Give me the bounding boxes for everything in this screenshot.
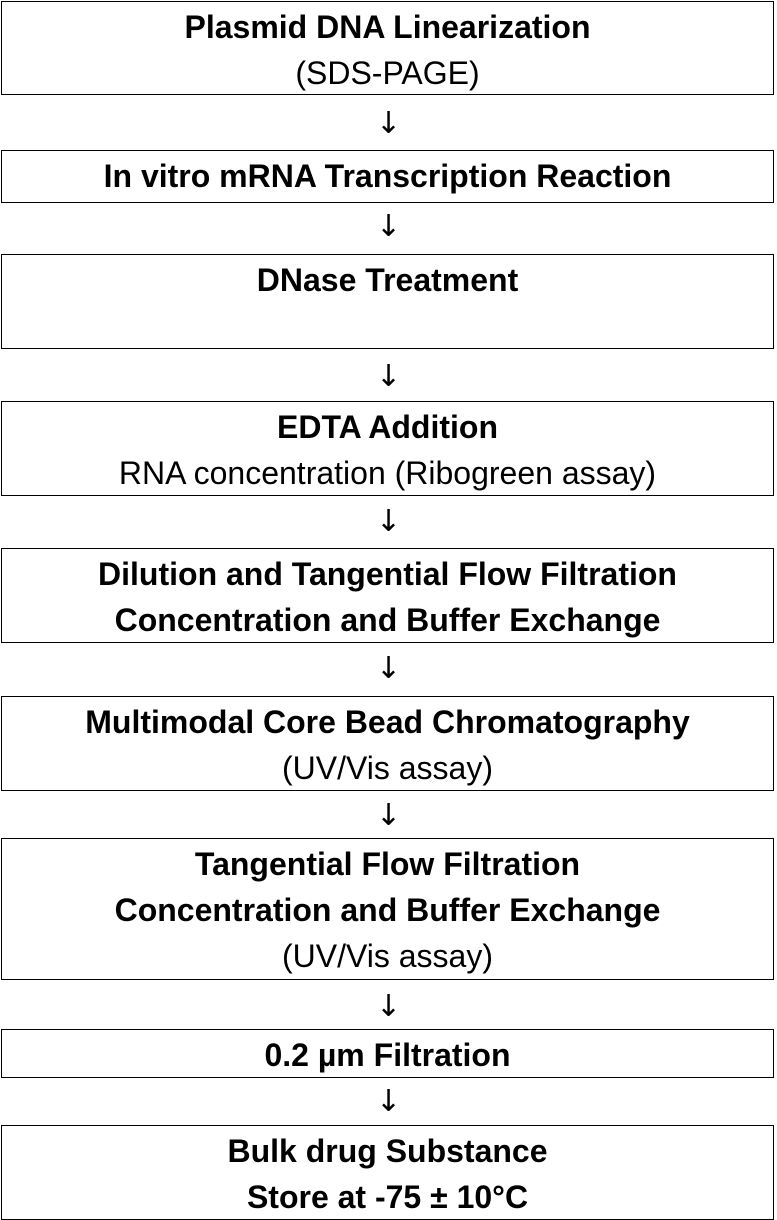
step-plasmid-linearization: Plasmid DNA Linearization (SDS-PAGE) <box>1 1 774 95</box>
step-title-line2: Store at -75 ± 10°C <box>246 1179 529 1215</box>
down-arrow-icon: ↓ <box>375 651 402 686</box>
step-title: DNase Treatment <box>256 262 519 298</box>
step-dilution-tff: Dilution and Tangential Flow Filtration … <box>1 548 774 643</box>
down-arrow-icon: ↓ <box>375 1084 402 1119</box>
step-title: Tangential Flow Filtration <box>194 846 581 882</box>
step-title: 0.2 µm Filtration <box>264 1037 511 1073</box>
step-chromatography: Multimodal Core Bead Chromatography (UV/… <box>1 696 774 791</box>
step-title: In vitro mRNA Transcription Reaction <box>103 158 672 194</box>
step-detail: (UV/Vis assay) <box>281 938 493 974</box>
down-arrow-icon: ↓ <box>375 504 402 539</box>
down-arrow-icon: ↓ <box>375 106 402 141</box>
down-arrow-icon: ↓ <box>375 798 402 833</box>
step-title: EDTA Addition <box>277 409 498 445</box>
down-arrow-icon: ↓ <box>375 359 402 394</box>
step-tff: Tangential Flow Filtration Concentration… <box>1 838 774 980</box>
step-edta-addition: EDTA Addition RNA concentration (Ribogre… <box>1 401 774 496</box>
step-title: Bulk drug Substance <box>227 1133 548 1169</box>
step-filtration: 0.2 µm Filtration <box>1 1029 774 1078</box>
step-title: Multimodal Core Bead Chromatography <box>85 704 690 740</box>
down-arrow-icon: ↓ <box>375 209 402 244</box>
step-title-line2: Concentration and Buffer Exchange <box>114 892 661 928</box>
down-arrow-icon: ↓ <box>375 989 402 1024</box>
step-detail: (UV/Vis assay) <box>281 750 493 786</box>
step-title-line2: Concentration and Buffer Exchange <box>114 602 661 638</box>
step-title: Dilution and Tangential Flow Filtration <box>98 556 677 592</box>
step-title: Plasmid DNA Linearization <box>184 9 591 45</box>
step-bulk-drug-substance: Bulk drug Substance Store at -75 ± 10°C <box>1 1125 774 1220</box>
step-dnase-treatment: DNase Treatment <box>1 254 774 349</box>
step-ivt-reaction: In vitro mRNA Transcription Reaction <box>1 150 774 203</box>
step-detail: (SDS-PAGE) <box>295 55 480 91</box>
step-detail: RNA concentration (Ribogreen assay) <box>118 455 657 491</box>
